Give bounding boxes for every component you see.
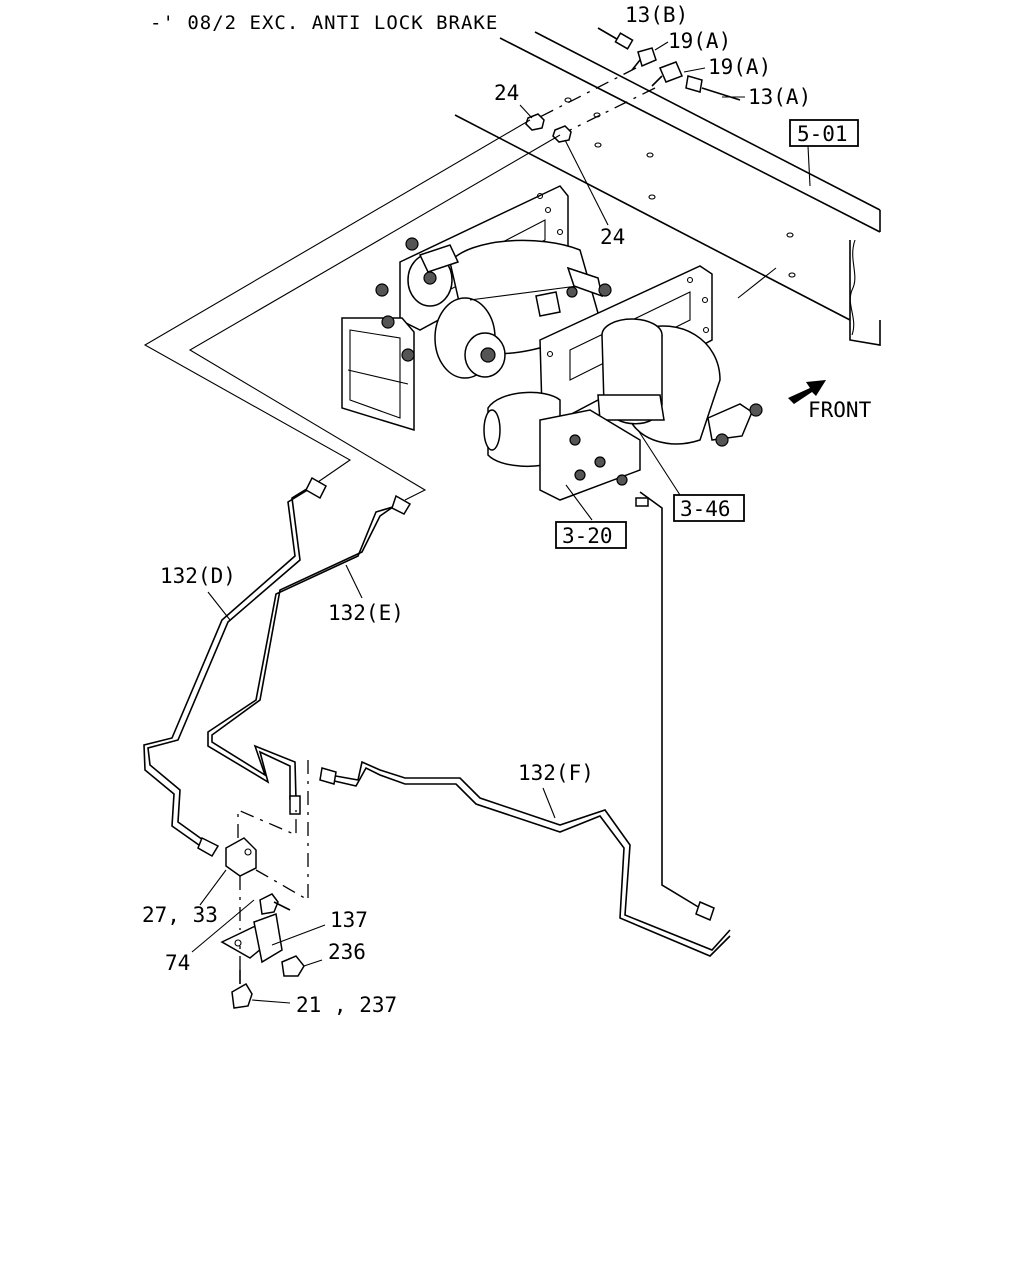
callout-13a: 13(A): [748, 85, 811, 109]
frame-rail: [454, 31, 881, 346]
ref-box-5-01[interactable]: 5-01: [789, 119, 859, 147]
callout-21-237: 21 , 237: [296, 993, 397, 1017]
callout-236: 236: [328, 940, 366, 964]
header-note: -' 08/2 EXC. ANTI LOCK BRAKE: [150, 12, 498, 34]
bolt-21: [231, 876, 291, 1009]
callout-132d: 132(D): [160, 564, 236, 588]
callout-24-mid: 24: [600, 225, 625, 249]
callout-132f: 132(F): [518, 761, 594, 785]
bolt-74: [191, 893, 291, 953]
valve-block-left: [341, 317, 415, 432]
air-dryer: [597, 318, 763, 447]
ref-box-3-46[interactable]: 3-46: [673, 494, 745, 522]
mounting-plate: [220, 912, 283, 964]
booster-cylinder: [375, 237, 601, 379]
callout-24-top: 24: [494, 81, 519, 105]
callout-137: 137: [330, 908, 368, 932]
callout-19a-top: 19(A): [668, 29, 731, 53]
callout-19a-mid: 19(A): [708, 55, 771, 79]
nut-236: [271, 924, 326, 977]
routing-phantom-lines: [143, 119, 561, 501]
nut-24: [519, 104, 609, 226]
relay-valve-lower: [483, 391, 649, 507]
pipe-132e: [207, 494, 412, 815]
front-label: FRONT: [808, 398, 872, 422]
junction-block: [225, 760, 309, 902]
ref-3-46-label: 3-46: [680, 497, 731, 521]
callout-13b: 13(B): [625, 3, 688, 27]
front-arrow-icon: [788, 380, 826, 404]
valve-connector-center: [535, 266, 612, 317]
callout-27-33: 27, 33: [142, 903, 218, 927]
leader-lines: [207, 145, 811, 819]
leader-27-33: [199, 869, 227, 906]
fittings-cluster: [533, 27, 745, 136]
ref-3-20-label: 3-20: [562, 524, 613, 548]
callout-74: 74: [165, 951, 190, 975]
ref-box-3-20[interactable]: 3-20: [555, 521, 627, 549]
pipe-132f: [319, 491, 731, 957]
pipe-132d: [143, 476, 327, 858]
ref-5-01-label: 5-01: [797, 122, 848, 146]
callout-132e: 132(E): [328, 601, 404, 625]
